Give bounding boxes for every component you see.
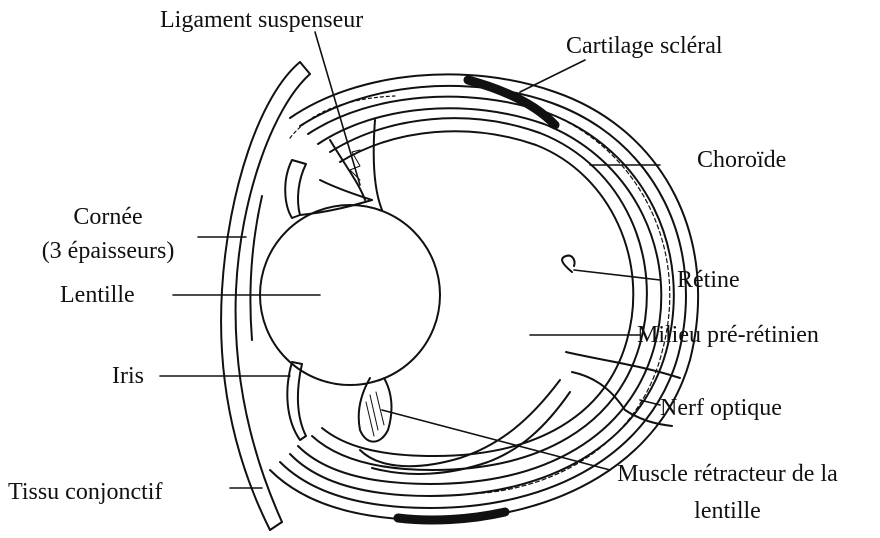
iris-bottom (287, 362, 306, 440)
retina-hook (562, 256, 574, 272)
leader-retine (574, 270, 660, 280)
label-milieu: Milieu pré-rétinien (637, 321, 819, 349)
label-cornee-line2: (3 épaisseurs) (8, 237, 208, 265)
leader-ligament (315, 32, 360, 185)
label-lentille: Lentille (60, 281, 135, 309)
label-choroide: Choroïde (697, 146, 786, 174)
label-muscle-line2: lentille (580, 497, 875, 525)
retina-layers (312, 118, 647, 470)
label-ligament: Ligament suspenseur (160, 6, 363, 34)
suspensory-ligament (300, 120, 382, 215)
label-tissu: Tissu conjonctif (8, 478, 162, 506)
label-nerf: Nerf optique (660, 394, 782, 422)
label-cornee-line1: Cornée (20, 203, 196, 231)
label-muscle-line1: Muscle rétracteur de la (580, 460, 875, 488)
iris-top (285, 160, 306, 218)
leader-muscle (382, 410, 610, 470)
label-iris: Iris (112, 362, 144, 390)
retractor-muscle (359, 378, 570, 474)
label-cartilage: Cartilage scléral (566, 32, 723, 60)
label-retine: Rétine (677, 266, 740, 294)
leader-cartilage (520, 60, 585, 92)
cartilage-plate-bottom (398, 512, 505, 520)
leader-lines (160, 32, 660, 488)
